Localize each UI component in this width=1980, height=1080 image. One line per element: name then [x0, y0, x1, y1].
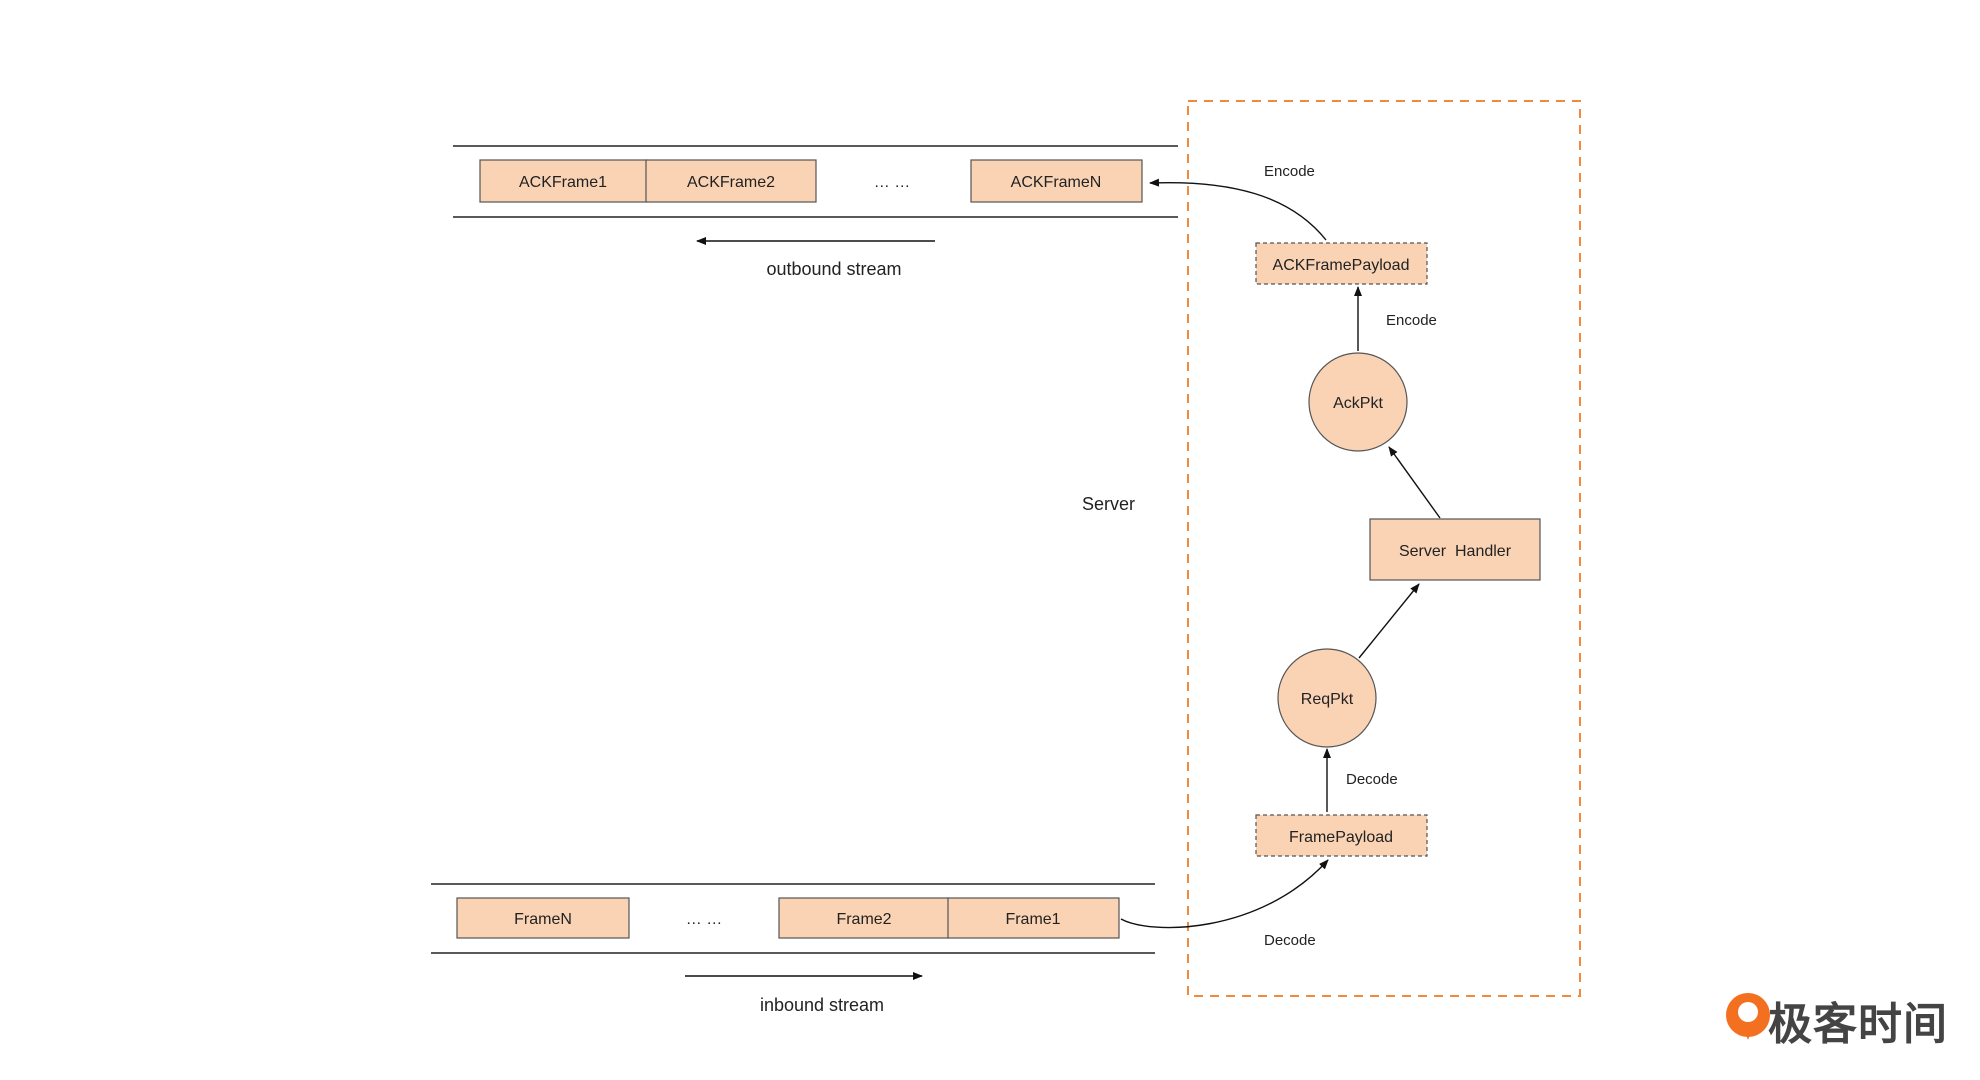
- outbound-frame-2: ACKFrame2: [645, 159, 817, 203]
- geektime-logo-text: 极客时间: [1768, 999, 1948, 1050]
- inbound-ellipsis: … …: [686, 911, 722, 928]
- server-handler-node: Server Handler: [1369, 518, 1541, 581]
- inbound-frame-n-label: FrameN: [514, 911, 572, 928]
- encode-top-label: Encode: [1264, 163, 1315, 180]
- reqpkt-to-handler-arrow: [1358, 583, 1420, 659]
- geektime-logo-icon: [1726, 993, 1770, 1040]
- inbound-frame-1-label: Frame1: [1005, 911, 1060, 928]
- handler-to-ackpkt-arrow: [1388, 446, 1441, 519]
- ack-pkt-node: AckPkt: [1308, 352, 1408, 452]
- ack-frame-payload-label: ACKFramePayload: [1273, 257, 1410, 274]
- server-boundary: [1187, 100, 1581, 997]
- inbound-to-decode-arrow: [1120, 859, 1329, 929]
- req-pkt-node: ReqPkt: [1277, 648, 1377, 748]
- decode-bottom-label: Decode: [1264, 932, 1316, 949]
- decode-mid-label: Decode: [1346, 771, 1398, 788]
- inbound-frame-2-label: Frame2: [836, 911, 891, 928]
- encode-to-outbound-arrow: [1149, 178, 1327, 241]
- server-label: Server: [1082, 494, 1135, 514]
- inbound-stream-label: inbound stream: [760, 995, 884, 1015]
- outbound-frame-1-label: ACKFrame1: [519, 174, 607, 191]
- outbound-frame-n: ACKFrameN: [970, 159, 1143, 203]
- ack-pkt-label: AckPkt: [1333, 395, 1383, 412]
- inbound-frame-2: Frame2: [778, 897, 950, 939]
- outbound-stream-label: outbound stream: [766, 259, 901, 279]
- outbound-ellipsis: … …: [874, 174, 910, 191]
- inbound-frame-1: Frame1: [947, 897, 1120, 939]
- outbound-frame-2-label: ACKFrame2: [687, 174, 775, 191]
- inbound-frame-n: FrameN: [456, 897, 630, 939]
- req-pkt-label: ReqPkt: [1301, 691, 1354, 708]
- outbound-frame-n-label: ACKFrameN: [1011, 174, 1102, 191]
- outbound-frame-1: ACKFrame1: [479, 159, 648, 203]
- ack-frame-payload-node: ACKFramePayload: [1255, 242, 1428, 285]
- server-handler-label: Server Handler: [1399, 543, 1512, 560]
- encode-mid-label: Encode: [1386, 312, 1437, 329]
- frame-payload-label: FramePayload: [1289, 829, 1393, 846]
- frame-payload-node: FramePayload: [1255, 814, 1428, 857]
